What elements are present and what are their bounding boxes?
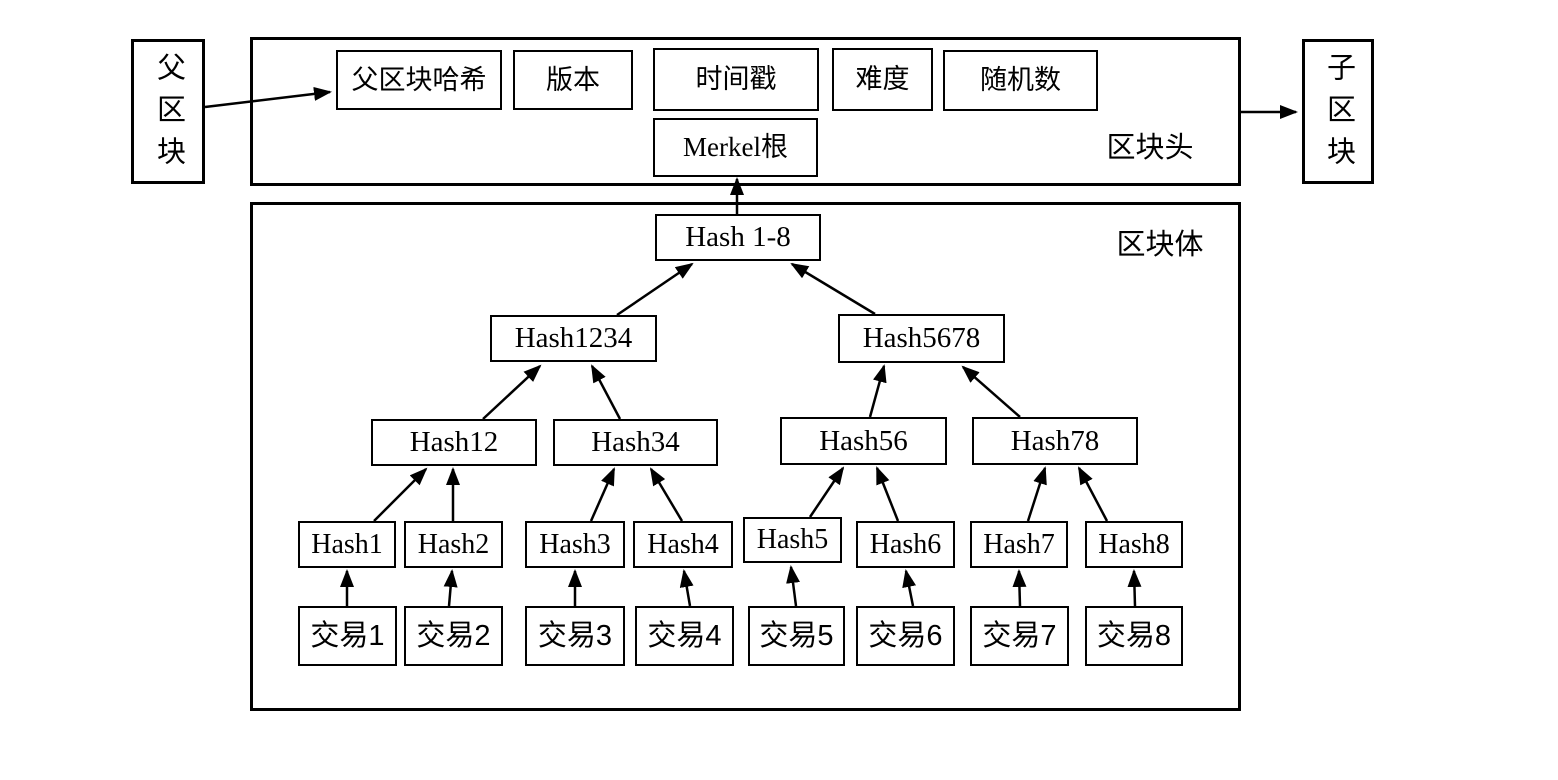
- child-block-box: 子区块: [1302, 39, 1374, 184]
- transaction-box-7: 交易7: [970, 606, 1069, 666]
- header-field-nonce: 随机数: [943, 50, 1098, 111]
- hash-node-8: Hash8: [1085, 521, 1183, 568]
- transaction-box-1: 交易1: [298, 606, 397, 666]
- header-field-timestamp: 时间戳: [653, 48, 819, 111]
- block-body-label: 区块体: [1116, 228, 1204, 261]
- parent-block-label: 父区块: [152, 51, 185, 178]
- hash-node-1234: Hash1234: [490, 315, 657, 362]
- hash-node-34: Hash34: [553, 419, 718, 466]
- block-body-box: [250, 202, 1241, 711]
- header-field-difficulty: 难度: [832, 48, 933, 111]
- header-field-version: 版本: [513, 50, 633, 110]
- hash-node-78: Hash78: [972, 417, 1138, 465]
- child-block-label: 子区块: [1322, 51, 1355, 178]
- transaction-box-4: 交易4: [635, 606, 734, 666]
- header-field-parent-hash: 父区块哈希: [336, 50, 502, 110]
- hash-node-1: Hash1: [298, 521, 396, 568]
- merkle-root-hash-node: Hash 1-8: [655, 214, 821, 261]
- hash-node-12: Hash12: [371, 419, 537, 466]
- transaction-box-8: 交易8: [1085, 606, 1183, 666]
- transaction-box-6: 交易6: [856, 606, 955, 666]
- transaction-box-5: 交易5: [748, 606, 845, 666]
- hash-node-4: Hash4: [633, 521, 733, 568]
- header-field-merkle-root: Merkel根: [653, 118, 818, 177]
- hash-node-5678: Hash5678: [838, 314, 1005, 363]
- block-header-box: [250, 37, 1241, 186]
- transaction-box-2: 交易2: [404, 606, 503, 666]
- hash-node-3: Hash3: [525, 521, 625, 568]
- transaction-box-3: 交易3: [525, 606, 625, 666]
- hash-node-6: Hash6: [856, 521, 955, 568]
- hash-node-5: Hash5: [743, 517, 842, 563]
- hash-node-7: Hash7: [970, 521, 1068, 568]
- parent-block-box: 父区块: [131, 39, 205, 184]
- block-header-label: 区块头: [1106, 131, 1194, 164]
- hash-node-2: Hash2: [404, 521, 503, 568]
- hash-node-56: Hash56: [780, 417, 947, 465]
